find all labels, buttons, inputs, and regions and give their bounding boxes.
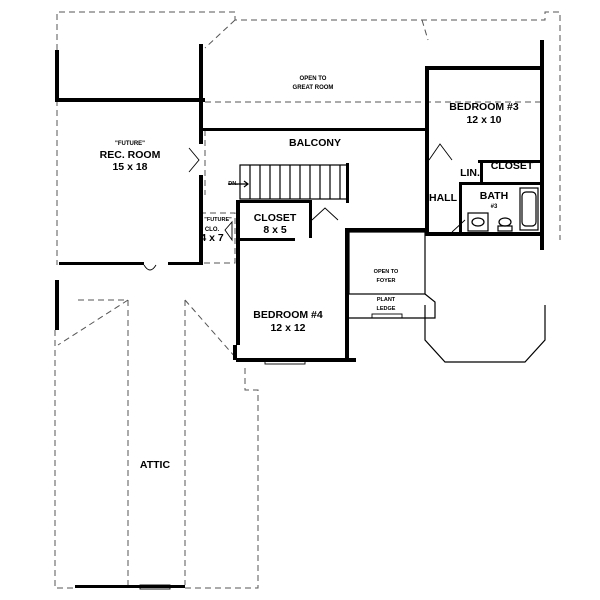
foyer-open-line2: FOYER	[377, 278, 396, 284]
hall-label: HALL	[429, 192, 458, 204]
plant-ledge-line2: LEDGE	[377, 306, 396, 312]
future-closet-label: "FUTURE"	[204, 217, 232, 223]
bedroom4-size: 12 x 12	[270, 322, 305, 334]
plant-ledge-line1: PLANT	[377, 297, 396, 303]
closet4-name: CLOSET	[254, 212, 297, 224]
great-room-open-line1: OPEN TO	[300, 76, 327, 82]
dashed-outlines	[54, 11, 561, 589]
great-room-open-line2: GREAT ROOM	[293, 85, 334, 91]
rec-room-size: 15 x 18	[112, 161, 147, 173]
foyer-open-line1: OPEN TO	[374, 269, 399, 275]
room-labels: "FUTURE" REC. ROOM 15 x 18 OPEN TO GREAT…	[100, 76, 534, 471]
closet4-size: 8 x 5	[263, 224, 287, 236]
closet3-label: CLOSET	[491, 160, 534, 172]
bath3-number: #3	[491, 204, 498, 210]
bedroom3-name: BEDROOM #3	[449, 101, 519, 113]
walls	[55, 40, 546, 588]
clo-name: CLO.	[205, 227, 220, 233]
bedroom4-name: BEDROOM #4	[253, 309, 323, 321]
stair-treads	[228, 165, 341, 199]
balcony-label: BALCONY	[289, 137, 341, 149]
doors	[139, 143, 466, 590]
bath3-name: BATH	[480, 190, 508, 202]
attic-label: ATTIC	[140, 459, 171, 471]
bath-fixtures	[467, 187, 539, 232]
stairs-down-label: DN.	[228, 181, 238, 187]
rec-room-name: REC. ROOM	[100, 149, 161, 161]
bedroom3-size: 12 x 10	[466, 114, 501, 126]
rec-room-future-label: "FUTURE"	[115, 141, 145, 147]
clo-size: 4 x 7	[200, 232, 224, 244]
linen-label: LIN.	[460, 167, 480, 179]
